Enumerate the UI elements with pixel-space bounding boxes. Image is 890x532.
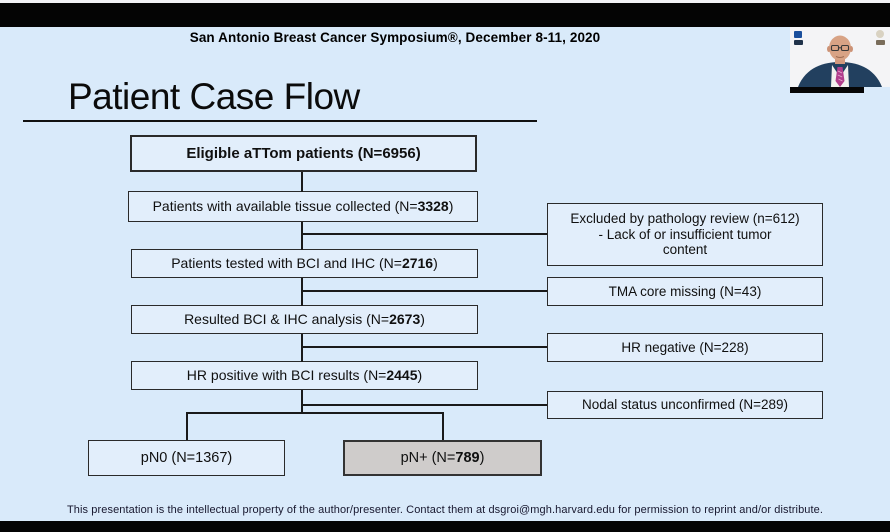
webcam-shirt (831, 65, 849, 87)
box-count: 3328 (417, 198, 449, 215)
presenter-webcam-video[interactable] (790, 27, 890, 87)
connector-vertical-4 (301, 334, 303, 362)
flow-box-hr-negative: HR negative (N=228) (547, 333, 823, 362)
box-text: Nodal status unconfirmed (N=289) (582, 397, 788, 413)
box-count: 2673 (389, 311, 421, 328)
title-underline (23, 120, 537, 122)
symposium-banner: San Antonio Breast Cancer Symposium®, De… (189, 30, 601, 45)
webcam-mouth (835, 56, 845, 58)
box-count: 789 (455, 449, 480, 466)
exclusion-line: - Lack of or insufficient tumor (598, 226, 772, 242)
presenter-webcam-illustration (790, 27, 890, 87)
box-count: 6956 (382, 144, 416, 162)
connector-split-right (442, 412, 444, 440)
top-edge-strip (0, 0, 890, 3)
box-text: Eligible aTTom patients (N= (186, 144, 383, 162)
box-count: 2445 (386, 367, 418, 384)
flow-box-eligible-patients: Eligible aTTom patients (N=6956) (130, 135, 477, 172)
connector-vertical-5 (301, 390, 303, 414)
box-text: pN0 (N=1367) (140, 449, 233, 466)
box-text: Patients with available tissue collected… (152, 198, 418, 215)
box-text: HR positive with BCI results (N= (186, 367, 387, 384)
connector-branch-excluded (301, 233, 547, 235)
flow-box-tma-missing: TMA core missing (N=43) (547, 277, 823, 306)
box-text: HR negative (N=228) (621, 339, 749, 355)
flow-box-excluded-pathology: Excluded by pathology review (n=612) - L… (547, 203, 823, 266)
box-text: Resulted BCI & IHC analysis (N= (184, 311, 390, 328)
flow-box-nodal-unconfirmed: Nodal status unconfirmed (N=289) (547, 391, 823, 419)
connector-branch-nodal (301, 404, 547, 406)
connector-branch-tma (301, 290, 547, 292)
flow-box-tested-bci-ihc: Patients tested with BCI and IHC (N=2716… (131, 249, 478, 278)
top-letterbox-bar (0, 3, 890, 27)
flow-box-pn0: pN0 (N=1367) (88, 440, 285, 476)
webcam-logo-left-bottom (794, 40, 803, 45)
exclusion-line: content (662, 242, 708, 258)
flow-box-tissue-collected: Patients with available tissue collected… (128, 191, 478, 222)
connector-split-left (186, 412, 188, 440)
box-text: TMA core missing (N=43) (608, 283, 762, 299)
bottom-letterbox-bar (0, 521, 890, 532)
webcam-logo-left-top (794, 31, 802, 38)
box-text: Patients tested with BCI and IHC (N= (171, 255, 402, 272)
connector-vertical-3 (301, 278, 303, 306)
flow-box-pn-plus: pN+ (N=789) (343, 440, 542, 476)
footer-disclaimer: This presentation is the intellectual pr… (66, 504, 824, 516)
connector-vertical-2 (301, 222, 303, 250)
webcam-crest-right-top (876, 30, 884, 38)
webcam-tie (835, 67, 845, 87)
connector-branch-hr-negative (301, 346, 547, 348)
webcam-tie-pattern (837, 70, 843, 82)
box-count: 2716 (401, 255, 434, 272)
connector-vertical-1 (301, 172, 303, 192)
flow-box-hr-positive: HR positive with BCI results (N=2445) (131, 361, 478, 390)
page-title: Patient Case Flow (68, 76, 360, 117)
webcam-bottom-strip (790, 87, 864, 93)
webcam-logo-right-bottom (876, 40, 885, 45)
exclusion-line: Excluded by pathology review (n=612) (570, 211, 800, 227)
flow-box-resulted-analysis: Resulted BCI & IHC analysis (N=2673) (131, 305, 478, 334)
connector-split-horizontal (186, 412, 444, 414)
box-text: pN+ (N= (400, 449, 456, 466)
